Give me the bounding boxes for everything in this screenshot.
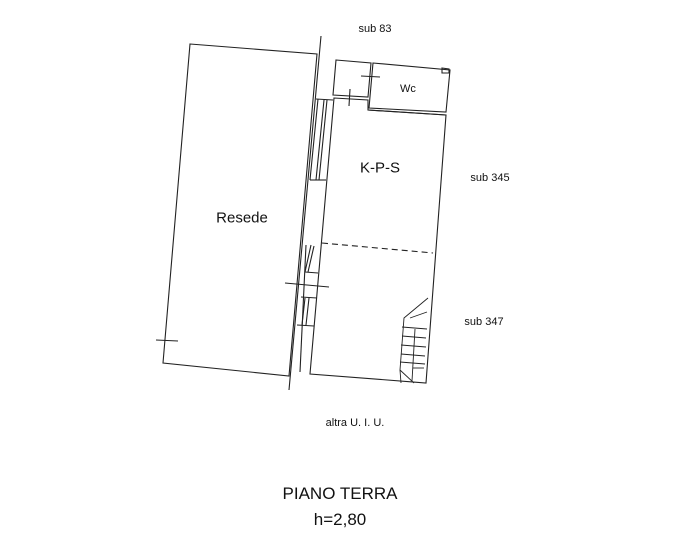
neighbor-label-right-upper: sub 345 <box>470 172 510 184</box>
neighbor-label-bottom: altra U. I. U. <box>325 417 385 429</box>
window-line <box>300 296 318 299</box>
wc-fixture <box>441 67 450 74</box>
zone-divider-dashed <box>321 242 434 254</box>
door-mark <box>348 88 351 107</box>
small-room-outline <box>332 59 372 98</box>
neighbor-label-right-lower: sub 347 <box>464 316 504 328</box>
window-line <box>309 98 319 181</box>
corridor-wall <box>315 98 334 101</box>
window-line <box>301 297 306 326</box>
tick-mark <box>284 282 330 288</box>
resede-outline <box>162 43 318 377</box>
window-line <box>296 324 315 327</box>
window-line <box>305 297 310 326</box>
kps-outline <box>309 97 447 384</box>
plan-title: PIANO TERRA <box>282 484 398 503</box>
window-line <box>299 244 307 373</box>
neighbor-label-top: sub 83 <box>358 23 392 35</box>
window-line <box>304 271 319 274</box>
staircase <box>399 297 429 384</box>
room-label-kps: K-P-S <box>359 159 401 177</box>
window-line <box>315 99 325 181</box>
wc-outline <box>368 62 451 113</box>
tick-mark <box>155 339 179 342</box>
window-line <box>307 245 315 273</box>
property-boundary-line <box>288 35 322 391</box>
window-line <box>304 244 312 273</box>
ceiling-height: h=2,80 <box>313 510 367 529</box>
window-line <box>318 99 328 181</box>
door-mark <box>360 75 381 78</box>
room-label-resede: Resede <box>216 209 268 227</box>
room-label-wc: Wc <box>400 83 416 95</box>
